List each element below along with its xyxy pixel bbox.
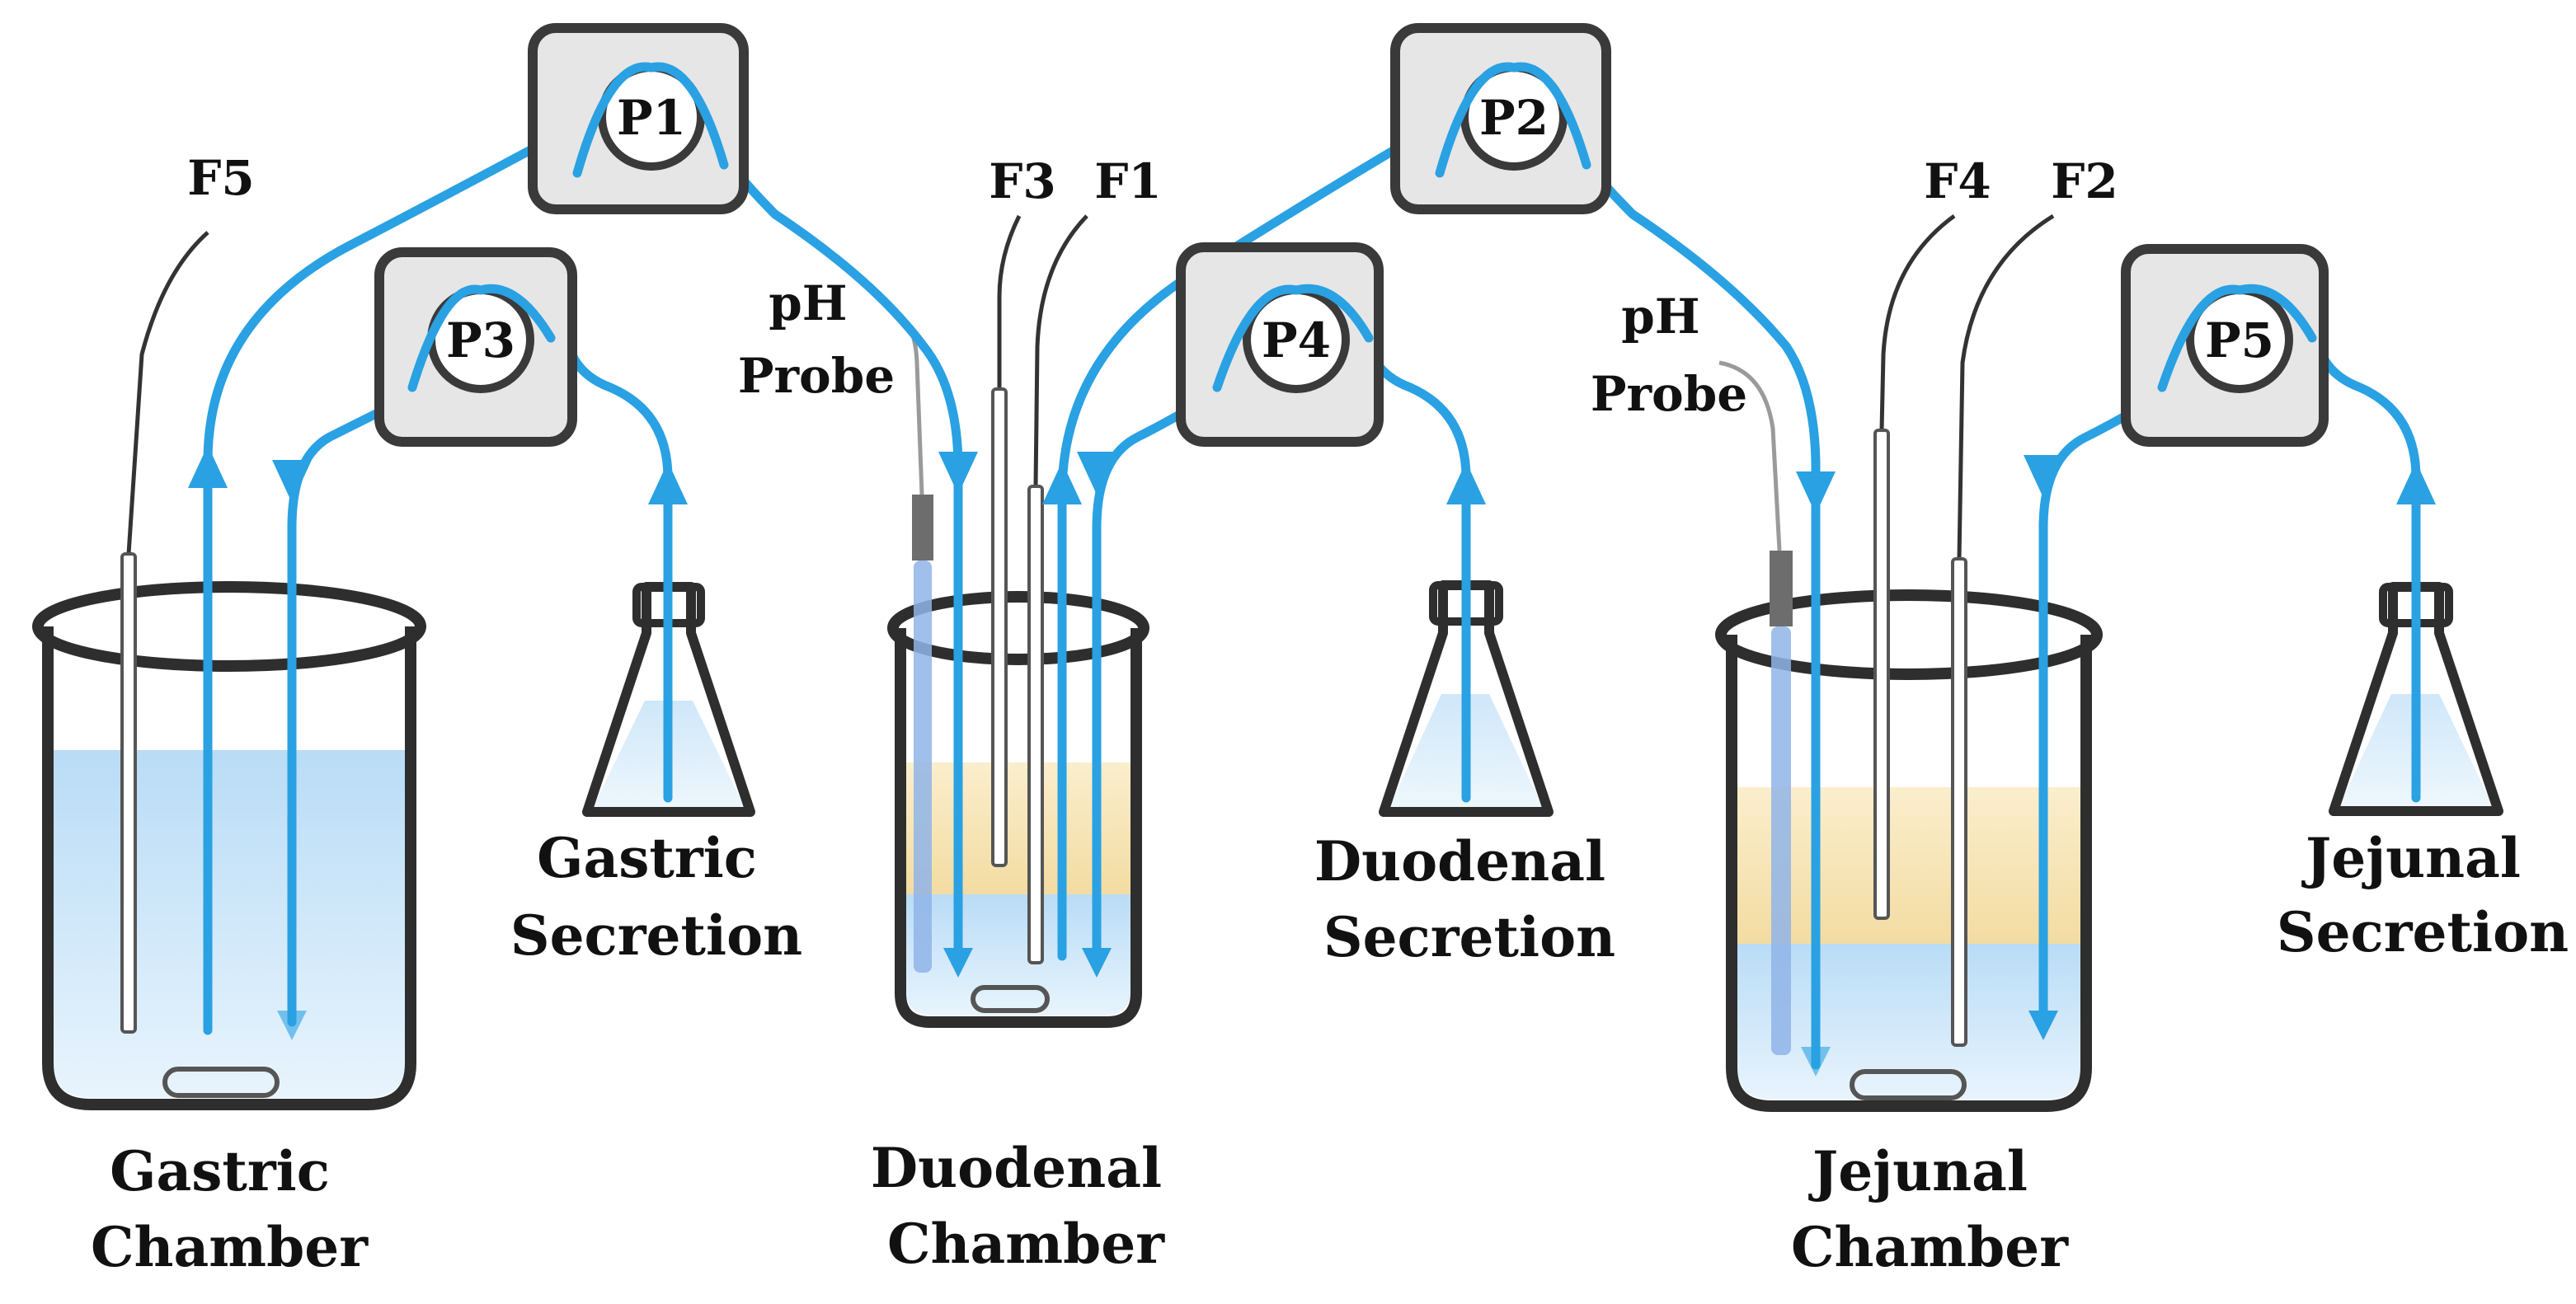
ph-probe-stem bbox=[1771, 626, 1791, 1055]
arrow-tip-jejunal-p2 bbox=[1801, 1047, 1831, 1077]
pump-p2: P2 bbox=[1390, 23, 1611, 214]
f2-sensor bbox=[1951, 213, 2055, 1047]
ph-probe-label-line1: pH bbox=[1621, 288, 1699, 345]
label-line2: Chamber bbox=[91, 1215, 369, 1279]
gastric-liquid bbox=[51, 750, 407, 1098]
gastric-chamber-label: Gastric Chamber bbox=[91, 1139, 369, 1279]
ph-probe-label-jejunal: pH Probe bbox=[1591, 288, 1747, 422]
label-line2: Secretion bbox=[510, 903, 802, 968]
arrow-tip-duodenal-p1 bbox=[943, 948, 973, 978]
gastric-stir-bar bbox=[162, 1067, 280, 1098]
label-line1: Jejunal bbox=[1808, 1139, 2028, 1203]
duodenal-stir-bar bbox=[971, 985, 1050, 1013]
f3-wire bbox=[997, 214, 1022, 389]
ph-probe-jejunal bbox=[1718, 360, 1793, 1055]
label-line1: Gastric bbox=[537, 826, 757, 890]
f4-sensor bbox=[1873, 213, 1956, 920]
f4-wire bbox=[1879, 213, 1956, 431]
pump-p1: P1 bbox=[528, 23, 749, 214]
duodenal-beaker-rim bbox=[887, 591, 1149, 665]
arrow-down-jejunal-in-p5 bbox=[2024, 455, 2063, 498]
jejunal-secretion-label: Jejunal Secretion bbox=[2277, 826, 2569, 964]
label-line1: Duodenal bbox=[1314, 829, 1605, 894]
pump-tube-loop bbox=[407, 284, 556, 392]
pump-tube-loop bbox=[1435, 62, 1591, 178]
label-line2: Chamber bbox=[887, 1212, 1165, 1276]
label-line2: Secretion bbox=[2277, 900, 2569, 964]
jejunal-beaker-wall bbox=[1726, 635, 2092, 1112]
f5-sensor-tube bbox=[120, 552, 137, 1034]
ph-probe-cable bbox=[1718, 360, 1782, 551]
label-line1: Gastric bbox=[110, 1139, 330, 1203]
ph-probe-body bbox=[1770, 551, 1793, 626]
f3-sensor-tube bbox=[991, 387, 1008, 867]
label-line1: Duodenal bbox=[871, 1136, 1162, 1200]
ph-probe-label-duodenal: pH Probe bbox=[738, 275, 895, 404]
f5-sensor bbox=[120, 231, 209, 1034]
arrow-tip-gastric bbox=[277, 1011, 307, 1040]
label-line2: Secretion bbox=[1323, 905, 1615, 969]
ph-probe-label-line2: Probe bbox=[738, 348, 895, 404]
ph-probe-body bbox=[912, 495, 933, 561]
jejunal-chamber-label: Jejunal Chamber bbox=[1791, 1139, 2069, 1279]
f1-sensor bbox=[1027, 214, 1088, 964]
arrow-down-gastric-in bbox=[272, 460, 312, 503]
f2-sensor-tube bbox=[1951, 557, 1967, 1047]
f1-label: F1 bbox=[1094, 153, 1162, 209]
arrow-up-duodenal-out bbox=[1042, 462, 1082, 504]
pump-tube-loop bbox=[1212, 284, 1374, 392]
gastric-secretion-label: Gastric Secretion bbox=[510, 826, 802, 968]
jejunal-beaker-rim bbox=[1715, 589, 2103, 680]
pump-label: P1 bbox=[617, 90, 686, 146]
arrow-tip-duodenal-p4 bbox=[1082, 948, 1112, 978]
jejunal-stir-bar bbox=[1850, 1069, 1967, 1100]
arrow-up-duodenal-secretion bbox=[1446, 462, 1486, 504]
pump-p3: P3 bbox=[374, 247, 577, 447]
ph-probe-label-line1: pH bbox=[769, 275, 847, 331]
gastric-chamber bbox=[32, 581, 426, 1110]
arrow-down-duodenal-in-p1 bbox=[938, 452, 978, 495]
f3-label: F3 bbox=[989, 153, 1056, 209]
pump-label: P4 bbox=[1262, 312, 1331, 368]
pump-label: P2 bbox=[1479, 90, 1549, 146]
gastric-beaker-rim bbox=[32, 581, 426, 672]
arrow-up-gastric-secretion bbox=[648, 462, 688, 504]
arrow-down-duodenal-in-p4 bbox=[1077, 452, 1116, 495]
label-line1: Jejunal bbox=[2301, 826, 2521, 890]
gastric-beaker-wall bbox=[42, 626, 416, 1110]
pump-p5: P5 bbox=[2121, 244, 2329, 447]
duodenal-chamber-label: Duodenal Chamber bbox=[871, 1136, 1181, 1276]
arrow-up-jejunal-secretion bbox=[2396, 462, 2436, 504]
ph-probe-stem bbox=[914, 561, 932, 973]
pump-p4: P4 bbox=[1176, 242, 1384, 447]
pump-label: P3 bbox=[446, 312, 515, 368]
ph-probe-label-line2: Probe bbox=[1591, 366, 1747, 422]
f5-wire bbox=[126, 231, 209, 555]
f2-wire bbox=[1957, 213, 2055, 560]
f1-wire bbox=[1033, 214, 1088, 487]
arrow-down-jejunal-in-p2 bbox=[1796, 471, 1836, 514]
pump-label: P5 bbox=[2205, 312, 2274, 368]
arrow-tip-jejunal-p5 bbox=[2028, 1011, 2058, 1040]
duodenal-secretion-label: Duodenal Secretion bbox=[1314, 829, 1624, 969]
pump-tube-loop bbox=[2157, 284, 2317, 392]
duodenal-beaker-wall bbox=[895, 628, 1142, 1028]
f1-sensor-tube bbox=[1027, 485, 1044, 964]
jejunal-secretion-band bbox=[1737, 787, 2081, 944]
label-line2: Chamber bbox=[1791, 1215, 2069, 1279]
f2-label: F2 bbox=[2051, 153, 2118, 209]
f4-label: F4 bbox=[1924, 153, 1991, 209]
pump-tube-loop bbox=[572, 62, 729, 178]
f3-sensor bbox=[991, 214, 1022, 867]
arrow-up-gastric-out bbox=[188, 445, 228, 488]
f4-sensor-tube bbox=[1873, 429, 1890, 920]
f5-label: F5 bbox=[187, 150, 255, 206]
